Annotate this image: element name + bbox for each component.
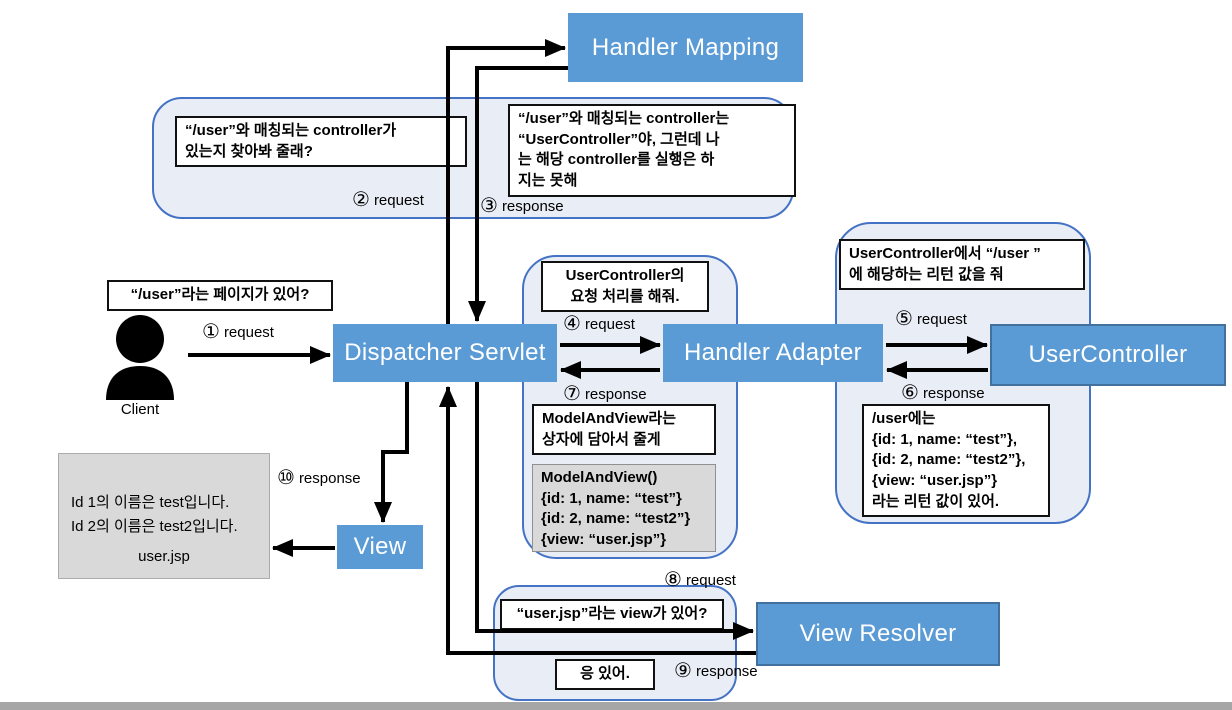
step1-text: request: [223, 323, 274, 341]
message-controller-response: /user에는 {id: 1, name: “test”}, {id: 2, n…: [862, 404, 1050, 518]
step3-text: response: [501, 197, 564, 215]
step9-text: response: [695, 662, 758, 680]
step8-text: request: [685, 571, 736, 589]
step4-text: request: [584, 315, 635, 333]
message-resolver-request: “user.jsp”라는 view가 있어?: [500, 599, 724, 630]
jsp-filename: user.jsp: [138, 547, 190, 565]
step6-text: response: [922, 384, 985, 402]
step3-number: ③: [480, 195, 498, 217]
step2-number: ②: [352, 189, 370, 211]
node-handler-mapping: Handler Mapping: [568, 13, 803, 82]
label-step6: ⑥ response: [901, 383, 985, 403]
step6-number: ⑥: [901, 382, 919, 404]
step5-number: ⑤: [895, 308, 913, 330]
step9-number: ⑨: [674, 660, 692, 682]
label-step4: ④ request: [563, 314, 635, 334]
message-adapter-request: UserController의 요청 처리를 해줘.: [541, 261, 709, 313]
label-step9: ⑨ response: [674, 661, 758, 681]
message-adapter-response: ModelAndView라는 상자에 담아서 줄게: [532, 404, 716, 456]
label-step3: ③ response: [480, 196, 564, 216]
step1-number: ①: [202, 321, 220, 343]
step8-number: ⑧: [664, 569, 682, 591]
step2-text: request: [373, 191, 424, 209]
node-dispatcher-servlet: Dispatcher Servlet: [333, 324, 557, 382]
label-step8: ⑧ request: [664, 570, 736, 590]
arrow-step10-response: [374, 382, 409, 523]
jsp-output-text: Id 1의 이름은 test입니다. Id 2의 이름은 test2입니다.: [71, 494, 238, 535]
label-step1: ① request: [202, 322, 274, 342]
label-step2: ② request: [352, 190, 424, 210]
node-view: View: [337, 525, 423, 569]
step7-number: ⑦: [563, 383, 581, 405]
jsp-output-box: Id 1의 이름은 test입니다. Id 2의 이름은 test2입니다. u…: [58, 453, 270, 579]
step7-text: response: [584, 385, 647, 403]
message-mapping-request: “/user”와 매칭되는 controller가 있는지 찾아봐 줄래?: [175, 116, 467, 168]
step5-text: request: [916, 310, 967, 328]
node-user-controller: UserController: [990, 324, 1226, 386]
step10-text: response: [298, 469, 361, 487]
node-handler-adapter: Handler Adapter: [663, 324, 883, 382]
message-mapping-response: “/user”와 매칭되는 controller는 “UserControlle…: [508, 104, 796, 197]
message-controller-request: UserController에서 “/user ” 에 해당하는 리턴 값을 줘: [839, 239, 1085, 291]
message-resolver-response: 응 있어.: [555, 659, 655, 690]
label-step10: ⑩ response: [277, 468, 361, 488]
message-model-and-view: ModelAndView() {id: 1, name: “test”} {id…: [532, 464, 716, 552]
node-view-resolver: View Resolver: [756, 602, 1000, 666]
label-step5: ⑤ request: [895, 309, 967, 329]
client-label: Client: [120, 401, 160, 418]
label-step7: ⑦ response: [563, 384, 647, 404]
message-client-question: “/user”라는 페이지가 있어?: [107, 280, 333, 311]
step4-number: ④: [563, 313, 581, 335]
footer-divider-bar: [0, 702, 1232, 710]
client-person-icon: [106, 315, 174, 400]
step10-number: ⑩: [277, 467, 295, 489]
